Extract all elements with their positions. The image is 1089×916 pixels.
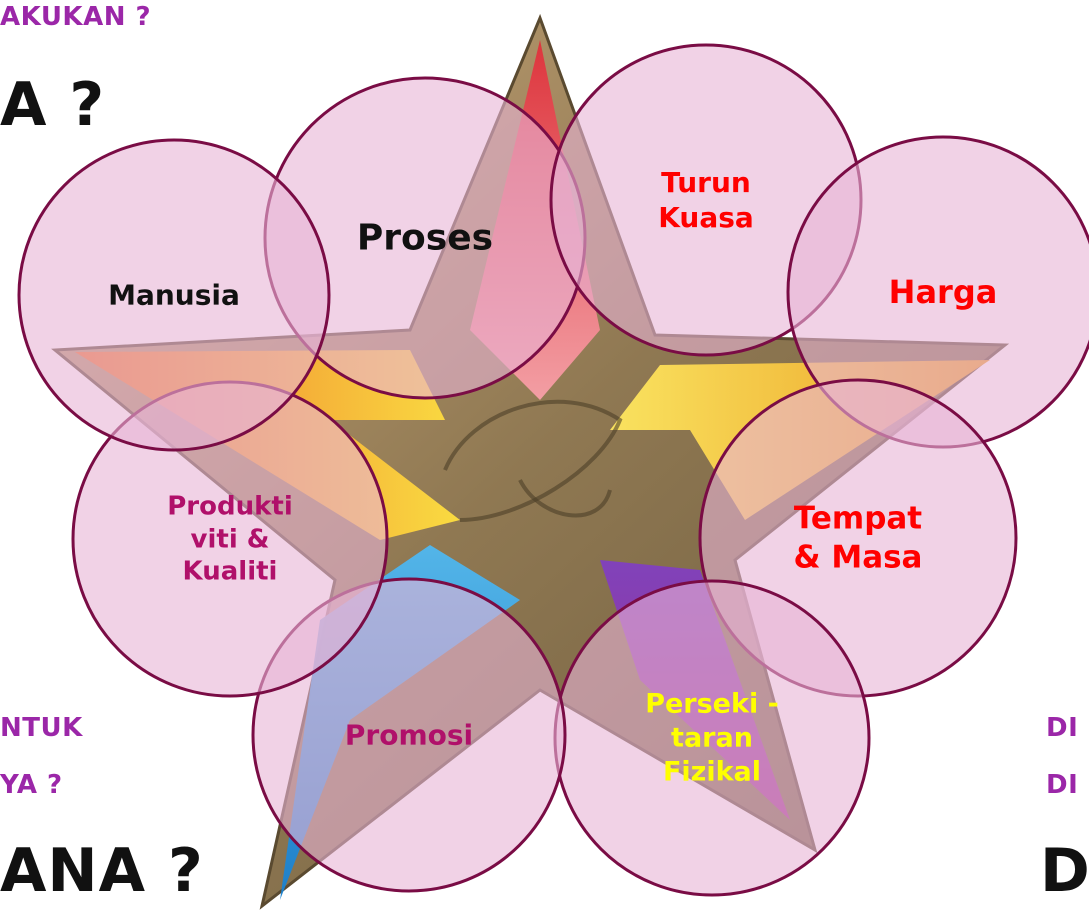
label-turun: Turun Kuasa [658,165,754,235]
label-harga: Harga [889,272,998,312]
label-persekitaran: Perseki - taran Fizikal [645,687,779,788]
label-manusia: Manusia [108,278,240,313]
label-tempat: Tempat & Masa [794,499,923,577]
label-produktiviti: Produkti viti & Kualiti [167,490,293,588]
label-promosi: Promosi [345,718,473,753]
label-proses: Proses [357,216,493,261]
